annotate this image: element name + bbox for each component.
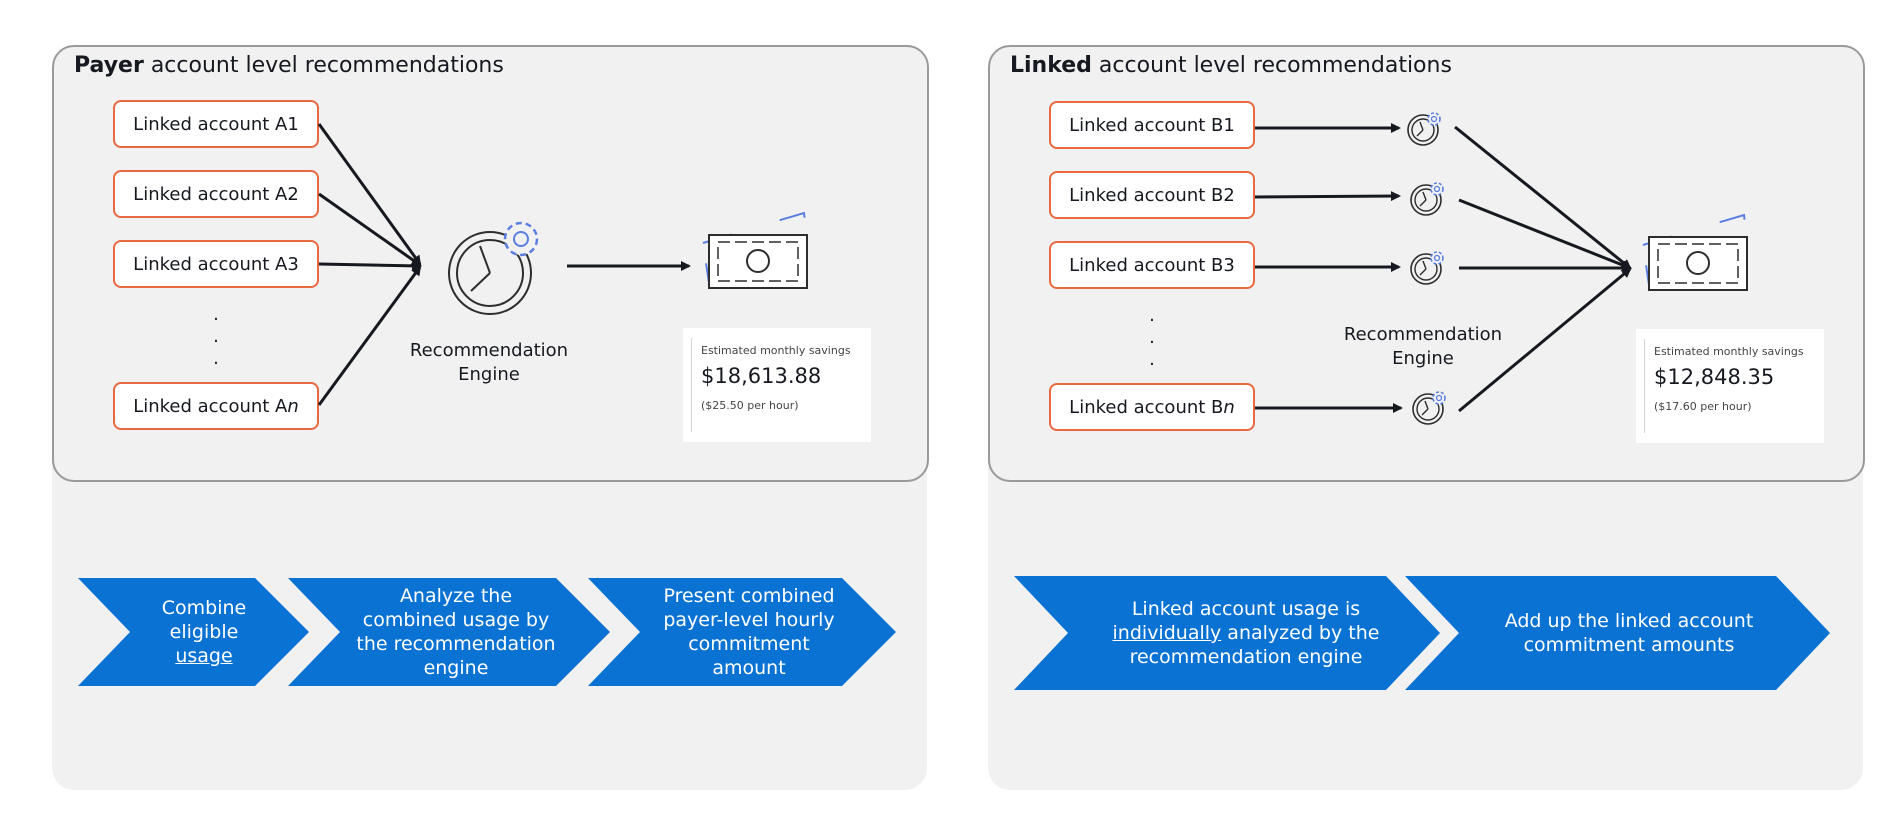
linked-card: Linked account level recommendations Lin… xyxy=(988,45,1865,482)
payer-title: Payer account level recommendations xyxy=(74,53,504,78)
connector-engine-bn xyxy=(1458,267,1632,413)
recommendation-engine-icon xyxy=(448,221,539,315)
ellipsis-dots: ··· xyxy=(213,309,219,374)
linked-steps xyxy=(1014,576,1830,690)
savings-value: $18,613.88 xyxy=(701,364,822,388)
step-1-chevron-shape xyxy=(1014,576,1440,690)
linked-account-b2: Linked account B2 xyxy=(1049,171,1255,219)
linked-title: Linked account level recommendations xyxy=(1010,53,1452,78)
connector-a2 xyxy=(318,192,422,267)
savings-label: Estimated monthly savings xyxy=(701,344,851,357)
linked-account-a1: Linked account A1 xyxy=(113,100,319,148)
linked-connectors xyxy=(1254,112,1751,425)
connector-b2 xyxy=(1254,191,1401,202)
connector-a3 xyxy=(318,260,422,271)
linked-account-b3: Linked account B3 xyxy=(1049,241,1255,289)
money-icon xyxy=(701,211,811,289)
savings-value: $12,848.35 xyxy=(1654,365,1775,389)
connector-engine-b1 xyxy=(1454,125,1632,270)
savings-card: Estimated monthly savings $12,848.35 ($1… xyxy=(1636,329,1824,443)
connector-a1 xyxy=(317,123,422,266)
linked-account-b1: Linked account B1 xyxy=(1049,101,1255,149)
connector-engine-b2 xyxy=(1458,198,1632,270)
money-icon xyxy=(1641,213,1751,291)
savings-card: Estimated monthly savings $18,613.88 ($2… xyxy=(683,328,871,442)
ellipsis-dots: ··· xyxy=(1149,310,1155,375)
connector-an xyxy=(317,265,422,406)
payer-panel: Payer account level recommendations Link… xyxy=(52,45,929,790)
step-1-chevron-shape xyxy=(78,578,309,686)
step-2-chevron-shape xyxy=(288,578,610,686)
step-2-chevron-shape xyxy=(1405,576,1830,690)
payer-connectors xyxy=(317,123,811,406)
linked-panel: Linked account level recommendations Lin… xyxy=(988,45,1865,790)
linked-account-a3: Linked account A3 xyxy=(113,240,319,288)
payer-card: Payer account level recommendations Link… xyxy=(52,45,929,482)
step-3-chevron-shape xyxy=(588,578,896,686)
linked-account-a2: Linked account A2 xyxy=(113,170,319,218)
savings-hourly: ($17.60 per hour) xyxy=(1654,400,1752,413)
savings-label: Estimated monthly savings xyxy=(1654,345,1804,358)
savings-hourly: ($25.50 per hour) xyxy=(701,399,799,412)
